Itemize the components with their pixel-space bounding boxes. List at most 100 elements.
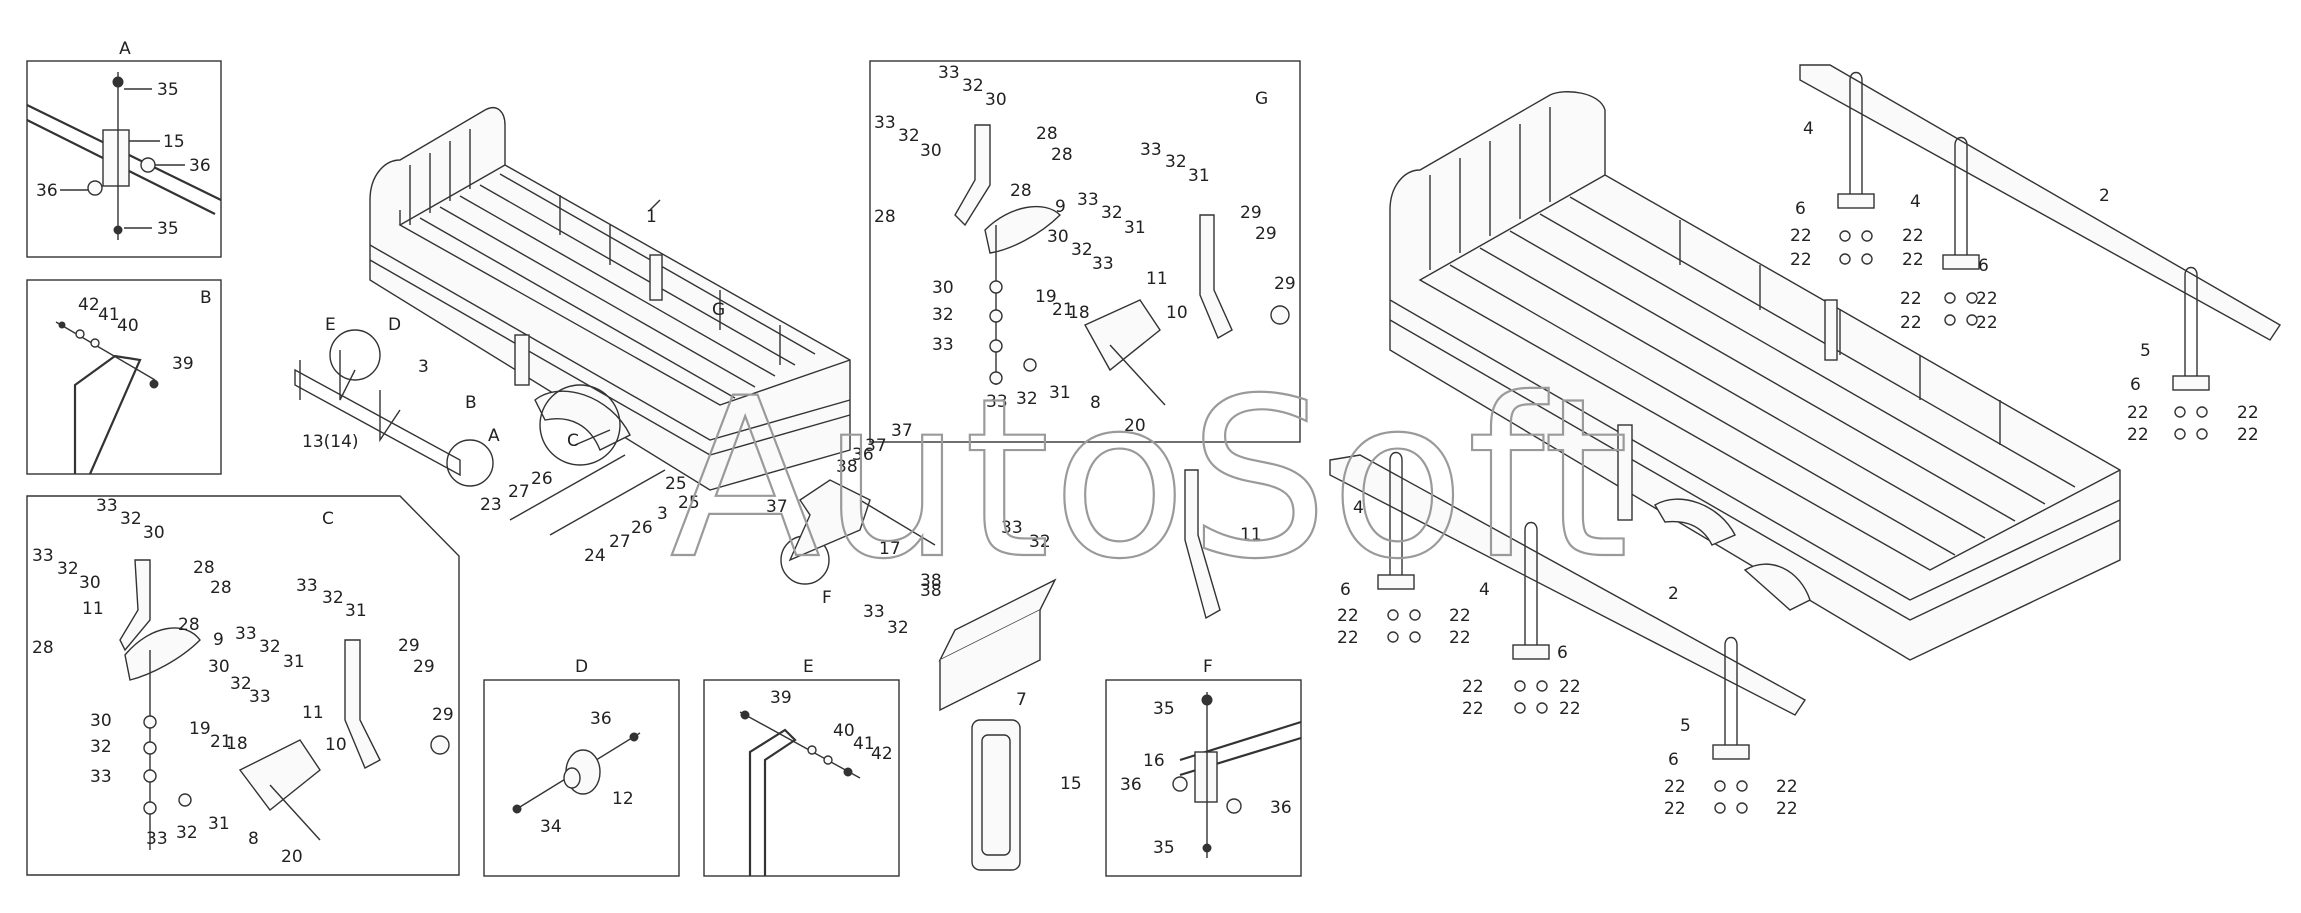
detail-panel-b: B 42 41 40 39	[26, 279, 222, 475]
main-assembly-right: 4 6 22 22 22 22 4 6 22 22 22 22 2 5 6 22…	[1329, 64, 2281, 819]
label-g-13: 32	[932, 305, 954, 325]
label-r-22t: 22	[1559, 699, 1581, 719]
label-g-30: 10	[1166, 303, 1188, 323]
label-r-2b: 2	[1668, 584, 1679, 604]
label-g-9: 28	[1010, 181, 1032, 201]
label-a-15: 15	[163, 132, 185, 152]
label-c-30: 18	[226, 734, 248, 754]
label-r-4d: 4	[1479, 580, 1490, 600]
label-c-7: 28	[193, 558, 215, 578]
label-r-22g: 22	[1900, 313, 1922, 333]
label-c-9: 11	[82, 599, 104, 619]
label-b-40: 40	[117, 316, 139, 336]
label-c-17: 32	[259, 637, 281, 657]
label-f-35: 35	[1153, 699, 1175, 719]
label-main-27: 27	[508, 482, 530, 502]
label-main-37c: 37	[766, 497, 788, 517]
label-main-37b: 37	[891, 421, 913, 441]
label-a-35: 35	[157, 80, 179, 100]
label-g-21: 29	[1240, 203, 1262, 223]
label-g-5: 32	[898, 126, 920, 146]
label-d-34: 34	[540, 817, 562, 837]
panel-g-title: G	[1255, 89, 1268, 109]
label-r-6c: 6	[2130, 375, 2141, 395]
label-main-11: 11	[1240, 525, 1262, 545]
label-main-13-14: 13(14)	[302, 432, 359, 452]
label-g-1: 33	[938, 63, 960, 83]
panel-c-title: C	[322, 509, 334, 529]
label-r-22q: 22	[1462, 677, 1484, 697]
label-c-20: 32	[230, 674, 252, 694]
panel-a-title: A	[119, 39, 131, 59]
label-main-36: 36	[852, 445, 874, 465]
label-r-22o: 22	[1337, 628, 1359, 648]
label-main-26b: 26	[631, 518, 653, 538]
label-g-10: 28	[874, 207, 896, 227]
label-r-22k: 22	[2127, 425, 2149, 445]
label-r-6a: 6	[1795, 199, 1806, 219]
label-r-6d: 6	[1340, 580, 1351, 600]
label-main-c: C	[567, 431, 579, 451]
label-main-25: 25	[665, 474, 687, 494]
label-c-11: 28	[178, 615, 200, 635]
label-c-27: 33	[90, 767, 112, 787]
label-e-41: 41	[853, 734, 875, 754]
label-e-39: 39	[770, 688, 792, 708]
label-c-37: 32	[176, 823, 198, 843]
label-main-33: 33	[1001, 518, 1023, 538]
label-r-4a: 4	[1803, 119, 1814, 139]
label-g-4: 33	[874, 113, 896, 133]
panel-e-title: E	[803, 657, 814, 677]
label-g-15: 33	[1140, 140, 1162, 160]
label-c-15: 31	[345, 601, 367, 621]
label-g-2: 32	[962, 76, 984, 96]
label-main-a: A	[488, 426, 500, 446]
label-g-14: 33	[932, 335, 954, 355]
label-r-22i: 22	[2127, 403, 2149, 423]
label-r-22u: 22	[1664, 777, 1686, 797]
label-c-28: 19	[189, 719, 211, 739]
label-r-4b: 4	[1910, 192, 1921, 212]
label-c-36: 33	[146, 829, 168, 849]
label-c-33: 31	[208, 814, 230, 834]
label-r-22w: 22	[1664, 799, 1686, 819]
label-r-22h: 22	[1976, 313, 1998, 333]
label-main-23: 23	[480, 495, 502, 515]
label-main-7: 7	[1016, 690, 1027, 710]
label-g-29: 18	[1068, 303, 1090, 323]
label-r-22m: 22	[1337, 606, 1359, 626]
label-c-18: 31	[283, 652, 305, 672]
label-c-34: 8	[248, 829, 259, 849]
label-c-32: 29	[432, 705, 454, 725]
watermark-text: AutoSoft	[670, 351, 1631, 607]
main-assembly-left: 1 E D 3 B A C 13(14) 27 26 25 25 23 26 3…	[294, 107, 1262, 871]
label-c-1: 33	[96, 496, 118, 516]
label-c-6: 30	[79, 573, 101, 593]
label-g-33: 33	[986, 392, 1008, 412]
label-c-5: 32	[57, 559, 79, 579]
label-b-41: 41	[98, 305, 120, 325]
label-g-20: 31	[1124, 218, 1146, 238]
label-g-11: 9	[1055, 197, 1066, 217]
label-r-6b: 6	[1978, 256, 1989, 276]
label-g-25: 32	[1071, 240, 1093, 260]
label-c-2: 32	[120, 509, 142, 529]
label-r-22s: 22	[1462, 699, 1484, 719]
label-c-3: 30	[143, 523, 165, 543]
detail-panel-d: D 36 12 34	[483, 657, 680, 877]
label-a-36b: 36	[36, 181, 58, 201]
label-g-32: 31	[1049, 383, 1071, 403]
detail-panel-c: C 33 32 30 33 32 30 28 28 11 28 28 9 33 …	[26, 495, 460, 876]
label-g-12: 30	[932, 278, 954, 298]
label-a-35b: 35	[157, 219, 179, 239]
label-r-22c: 22	[1790, 250, 1812, 270]
label-main-3: 3	[418, 357, 429, 377]
label-c-12: 9	[213, 630, 224, 650]
label-main-f: F	[822, 588, 832, 608]
label-r-22n: 22	[1449, 606, 1471, 626]
label-g-26: 33	[1092, 254, 1114, 274]
label-main-24: 24	[584, 546, 606, 566]
label-a-36: 36	[189, 156, 211, 176]
label-g-19: 32	[1101, 203, 1123, 223]
